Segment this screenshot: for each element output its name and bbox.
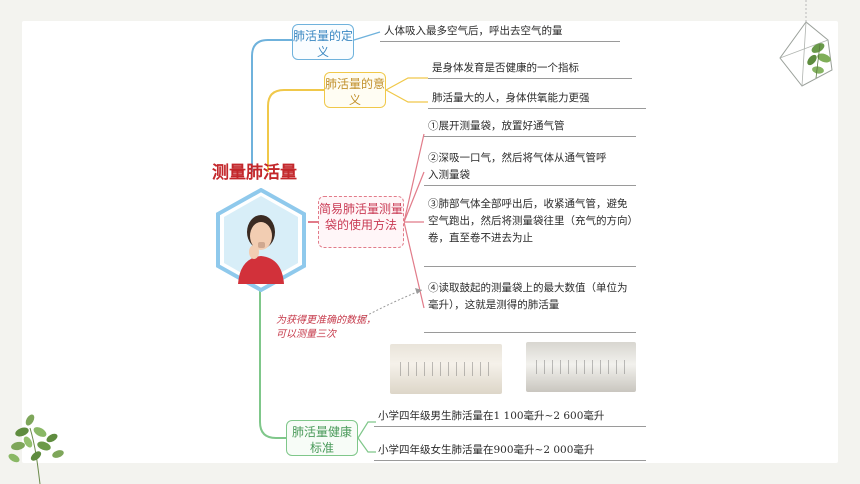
leaf-vine-icon: [8, 414, 64, 484]
standard-boys-text: 小学四年级男生肺活量在1 100毫升~2 600毫升: [378, 410, 605, 422]
leaf-underline: [380, 41, 620, 42]
leaf-underline: [424, 136, 636, 137]
leaf-underline: [424, 266, 636, 267]
branch-standard-node: 肺活量健康标准: [286, 420, 358, 456]
geometric-plant-terrarium-icon: [779, 0, 833, 87]
branch-method-node: 简易肺活量测量袋的使用方法: [318, 196, 404, 248]
central-topic-title: 测量肺活量: [212, 163, 297, 183]
leaf-underline: [374, 426, 646, 427]
branch-standard-label: 肺活量健康标准: [291, 425, 352, 455]
method-step-3: ③肺部气体全部呼出后，收紧通气管，避免空气跑出，然后将测量袋往里（充气的方向）卷…: [428, 198, 633, 244]
method-step-2: ②深吸一口气，然后将气体从通气管呼入测量袋: [428, 152, 607, 181]
leaf-underline: [424, 185, 636, 186]
branch-definition-node: 肺活量的定义: [292, 24, 354, 60]
measurement-tip-note: 为获得更准确的数据，可以测量三次: [276, 315, 376, 340]
hexagon-portrait: [216, 188, 306, 292]
definition-text: 人体吸入最多空气后，呼出去空气的量: [384, 25, 563, 37]
branch-definition-label: 肺活量的定义: [293, 29, 354, 59]
leaf-underline: [428, 78, 632, 79]
mind-map: 测量肺活量 肺活量的定义 肺活量的意义 简易肺活量测量袋的使用方法 肺活量健康标…: [212, 22, 648, 462]
measuring-bag-photo-inflated: [526, 342, 636, 392]
leaf-underline: [424, 332, 636, 333]
branch-method-label: 简易肺活量测量袋的使用方法: [319, 202, 404, 232]
leaf-underline: [428, 108, 646, 109]
mind-map-connectors: [251, 31, 428, 453]
branch-meaning-node: 肺活量的意义: [324, 72, 386, 108]
leaf-underline: [374, 460, 646, 461]
measuring-bag-photo-flat: [390, 344, 502, 394]
meaning-text-1: 是身体发育是否健康的一个指标: [432, 62, 579, 74]
standard-girls-text: 小学四年级女生肺活量在900毫升~2 000毫升: [378, 444, 595, 456]
meaning-text-2: 肺活量大的人，身体供氧能力更强: [432, 92, 590, 104]
branch-meaning-label: 肺活量的意义: [325, 77, 386, 107]
method-step-4: ④读取鼓起的测量袋上的最大数值（单位为毫升），这就是测得的肺活量: [428, 282, 628, 311]
method-step-1: ①展开测量袋，放置好通气管: [428, 120, 565, 132]
